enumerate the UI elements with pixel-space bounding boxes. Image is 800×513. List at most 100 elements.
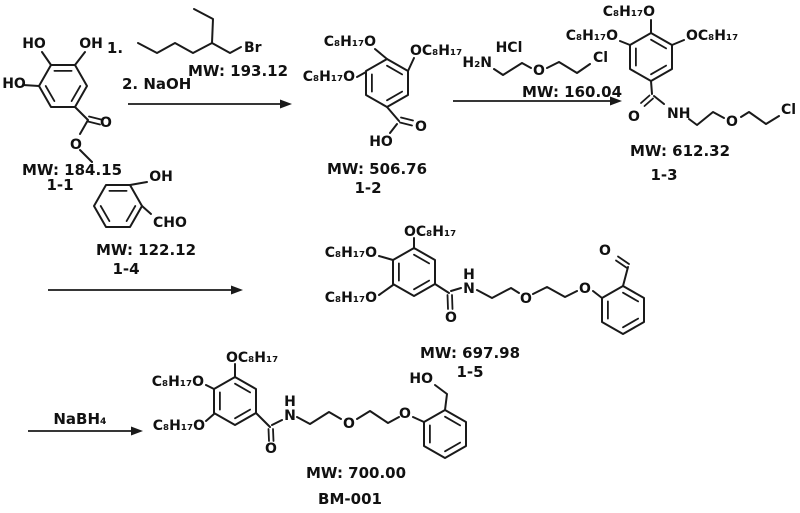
- aldehyde-oxygen-label: O: [599, 243, 611, 259]
- substituent-bonds: [22, 51, 93, 163]
- step-2-naoh-label: 2. NaOH: [122, 75, 191, 93]
- aromatic-double-bonds: [44, 70, 82, 102]
- aromatic-double-bonds: [635, 38, 667, 76]
- hydroxyl-label: OH: [149, 169, 173, 185]
- nabh4-label: NaBH₄: [53, 410, 106, 428]
- carbonyl-oxygen-label: O: [415, 119, 427, 135]
- hydroxymethyl-bonds: [434, 384, 448, 411]
- ether-oxygen-label: O: [520, 291, 532, 307]
- alkyl-chain-bonds: [137, 42, 242, 54]
- carbonyl-oxygen-label: O: [100, 115, 112, 131]
- octyloxy-label: OC₈H₁₇: [410, 43, 462, 59]
- chain-bonds: [493, 61, 591, 76]
- compound-1-3-chloro-amide: C₈H₁₇O C₈H₁₇O OC₈H₁₇ O NH O Cl MW: 612.3…: [566, 4, 796, 184]
- substituent-bonds: [205, 363, 283, 428]
- acid-hydroxyl-label: HO: [369, 134, 393, 150]
- benzyl-aromatic-double-bonds: [429, 415, 461, 453]
- chlorine-label: Cl: [781, 102, 796, 118]
- benzyl-ring: [601, 285, 645, 335]
- carbonyl-double-bond: [87, 115, 102, 126]
- hydroxyl-label: HO: [22, 36, 46, 52]
- chain-bonds: [476, 286, 603, 299]
- chain-bonds: [296, 410, 425, 425]
- chlorine-label: Cl: [593, 50, 608, 66]
- mw-label-bm001: MW: 700.00: [306, 464, 406, 482]
- aromatic-double-bonds: [219, 382, 251, 420]
- step-1-label: 1.: [107, 39, 123, 57]
- ether-oxygen-label: O: [533, 63, 545, 79]
- benzyl-hydroxyl-label: HO: [409, 371, 433, 387]
- mw-label-1-1: MW: 184.15: [22, 161, 122, 179]
- octyloxy-label: OC₈H₁₇: [686, 28, 738, 44]
- ether-oxygen-label: O: [726, 114, 738, 130]
- aromatic-double-bonds: [371, 64, 403, 102]
- compound-id-1-3: 1-3: [650, 166, 677, 184]
- hydroxyl-label: HO: [2, 76, 26, 92]
- ethyl-branch-bonds: [193, 8, 214, 44]
- hydroxyl-label: OH: [79, 36, 103, 52]
- mw-label-1-4: MW: 122.12: [96, 241, 196, 259]
- compound-1-4-salicylaldehyde: OH CHO MW: 122.12 1-4: [48, 169, 243, 295]
- octyloxy-label: C₈H₁₇O: [325, 290, 377, 306]
- amide-h-label: H: [284, 394, 296, 410]
- aromatic-double-bonds: [398, 253, 430, 291]
- substituent-bonds: [356, 48, 415, 134]
- carbonyl-double-bond: [399, 116, 414, 127]
- reaction-arrow-3-head: [231, 285, 243, 295]
- mw-label-1-2: MW: 506.76: [327, 160, 427, 178]
- amide-carbonyl-double-bond: [267, 428, 275, 442]
- benzyl-ring: [423, 409, 467, 459]
- aldehyde-double-bond: [615, 255, 630, 269]
- amide-oxygen-label: O: [265, 441, 277, 457]
- amine-label: H₂N: [462, 55, 492, 71]
- amide-oxygen-label: O: [628, 109, 640, 125]
- ether-oxygen-label: O: [399, 406, 411, 422]
- bromine-label: Br: [244, 40, 262, 56]
- amide-carbonyl-double-bond: [446, 294, 454, 310]
- octyloxy-label: C₈H₁₇O: [603, 4, 655, 20]
- octyloxy-label: OC₈H₁₇: [226, 350, 278, 366]
- mw-label-1-5: MW: 697.98: [420, 344, 520, 362]
- mw-label-amine: MW: 160.04: [522, 83, 622, 101]
- compound-id-1-4: 1-4: [112, 260, 139, 278]
- octyloxy-label: C₈H₁₇O: [303, 69, 355, 85]
- compound-id-1-2: 1-2: [354, 179, 381, 197]
- compound-id-1-5: 1-5: [456, 363, 483, 381]
- octyloxy-label: C₈H₁₇O: [324, 34, 376, 50]
- reaction-arrow-4-head: [131, 426, 143, 436]
- mw-label-1-3: MW: 612.32: [630, 142, 730, 160]
- amide-nh-label: NH: [667, 106, 690, 122]
- substituent-bonds: [129, 181, 152, 215]
- aldehyde-bond: [622, 266, 629, 287]
- octyloxy-label: OC₈H₁₇: [404, 224, 456, 240]
- substituent-bonds: [378, 237, 462, 296]
- reaction-arrow-1-head: [280, 99, 292, 109]
- amide-h-label: H: [463, 267, 475, 283]
- reaction-arrow-2-head: [610, 96, 622, 106]
- carbonyl-double-bond: [640, 94, 654, 107]
- octyloxy-label: C₈H₁₇O: [566, 28, 618, 44]
- compound-1-5-aldehyde-adduct: OC₈H₁₇ C₈H₁₇O C₈H₁₇O O H N O O O MW: 697…: [325, 224, 645, 381]
- reagent-ethylhexyl-bromide: 1. Br MW: 193.12 2. NaOH: [107, 8, 292, 109]
- ether-oxygen-label: O: [343, 416, 355, 432]
- amide-oxygen-label: O: [445, 310, 457, 326]
- octyloxy-label: C₈H₁₇O: [153, 418, 205, 434]
- compound-1-2-trioctyloxybenzoic-acid: C₈H₁₇O OC₈H₁₇ C₈H₁₇O O HO MW: 506.76 1-2: [303, 34, 463, 197]
- ester-oxygen-label: O: [70, 137, 82, 153]
- amide-n-label: N: [463, 281, 475, 297]
- ether-oxygen-label: O: [579, 281, 591, 297]
- mw-label-bromide: MW: 193.12: [188, 62, 288, 80]
- octyloxy-label: C₈H₁₇O: [152, 374, 204, 390]
- compound-1-1-methyl-gallate: HO OH HO O O MW: 184.15 1-1: [2, 36, 122, 194]
- aldehyde-label: CHO: [153, 215, 187, 231]
- compound-id-bm001: BM-001: [318, 490, 382, 508]
- chain-bonds: [688, 111, 780, 126]
- amide-n-label: N: [284, 408, 296, 424]
- substituent-bonds: [619, 19, 685, 105]
- reagent-chloroethoxyethylamine: H₂N HCl O Cl MW: 160.04: [453, 40, 622, 106]
- benzyl-aromatic-double-bonds: [607, 291, 639, 329]
- hcl-salt-label: HCl: [496, 40, 523, 56]
- aromatic-double-bonds: [99, 190, 137, 222]
- compound-id-1-1: 1-1: [46, 176, 73, 194]
